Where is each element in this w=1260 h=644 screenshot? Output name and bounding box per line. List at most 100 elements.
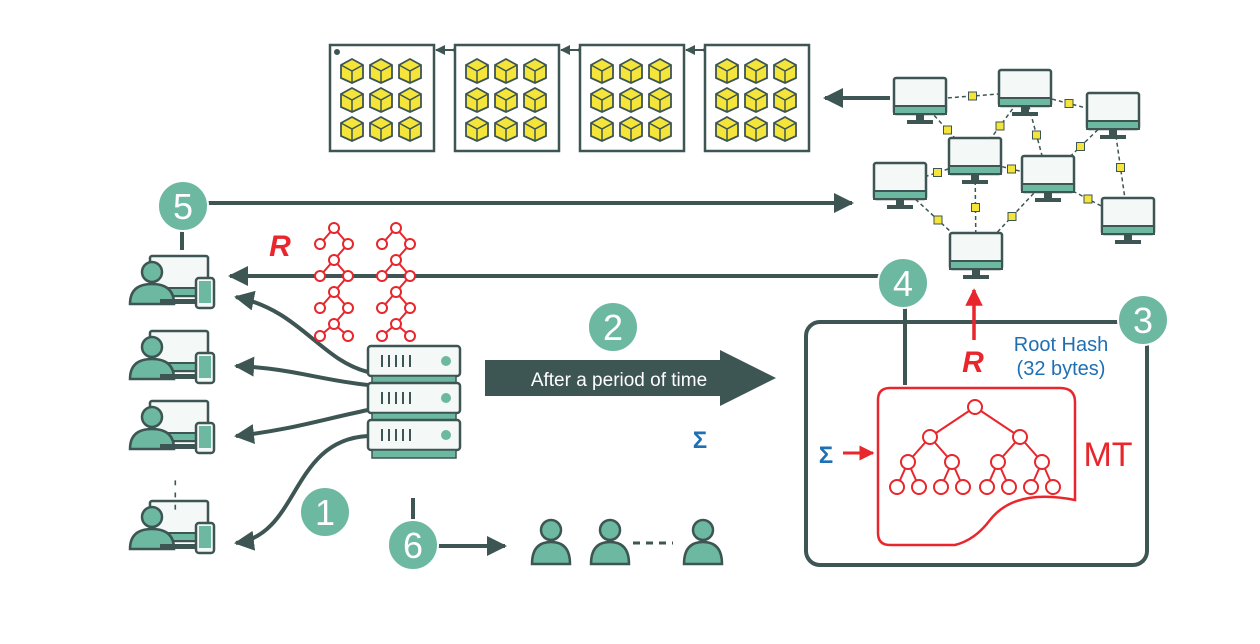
merkle-node bbox=[967, 399, 983, 415]
block-packet-icon bbox=[1007, 212, 1017, 221]
cube-icon bbox=[648, 86, 672, 113]
cube-icon bbox=[369, 57, 393, 84]
merkle-node bbox=[1001, 479, 1017, 495]
server-unit bbox=[366, 418, 462, 452]
cube-icon bbox=[744, 57, 768, 84]
network-computer-icon bbox=[892, 76, 948, 124]
cube-icon bbox=[590, 57, 614, 84]
sigma-symbol-2: Σ bbox=[819, 442, 833, 469]
blockchain bbox=[328, 43, 811, 153]
block-packet-icon bbox=[971, 203, 980, 212]
merkle-node bbox=[911, 479, 927, 495]
merkle-node bbox=[1012, 429, 1028, 445]
cube-icon bbox=[715, 115, 739, 142]
server-to-users-arrows bbox=[234, 290, 369, 551]
merkle-node bbox=[889, 479, 905, 495]
user-computer-phone-icon bbox=[128, 329, 216, 385]
block-packet-icon bbox=[1083, 194, 1093, 204]
step-4-marker: 4 bbox=[877, 257, 929, 309]
step-2-label: 2 bbox=[603, 307, 623, 348]
user-computer-phone-icon bbox=[128, 254, 216, 310]
step-5-marker: 5 bbox=[157, 180, 209, 232]
cube-icon bbox=[465, 86, 489, 113]
network-computer-icon bbox=[872, 161, 928, 209]
r-merkle-trees bbox=[314, 222, 416, 342]
cube-icon bbox=[773, 115, 797, 142]
cube-icon bbox=[465, 57, 489, 84]
server-unit bbox=[366, 344, 462, 384]
cube-icon bbox=[773, 57, 797, 84]
aggregation-box bbox=[804, 320, 1149, 567]
merkle-node bbox=[933, 479, 949, 495]
genesis-dot bbox=[334, 49, 340, 55]
blockchain-block-icon bbox=[703, 43, 811, 153]
cube-icon bbox=[494, 115, 518, 142]
network-computer-icon bbox=[948, 231, 1004, 279]
cube-icon bbox=[340, 57, 364, 84]
step-1-label: 1 bbox=[315, 492, 335, 533]
person-icon bbox=[589, 518, 631, 566]
merkle-tree-icon bbox=[889, 399, 1061, 495]
merkle-node bbox=[979, 479, 995, 495]
user-computer-phone-icon bbox=[128, 499, 216, 555]
cube-icon bbox=[590, 115, 614, 142]
root-hash-size: (32 bytes) bbox=[1017, 358, 1106, 380]
cube-icon bbox=[398, 86, 422, 113]
block-packet-icon bbox=[1032, 130, 1041, 140]
blockchain-block-icon bbox=[578, 43, 686, 153]
cube-icon bbox=[398, 115, 422, 142]
merkle-node bbox=[900, 454, 916, 470]
step-1-marker: 1 bbox=[299, 486, 351, 538]
time-arrow: After a period of time bbox=[485, 350, 776, 406]
step-3-marker: 3 bbox=[1117, 294, 1169, 346]
block-packet-icon bbox=[1116, 163, 1125, 172]
merkle-node bbox=[922, 429, 938, 445]
blockchain-block-icon bbox=[453, 43, 561, 153]
person-group bbox=[530, 518, 724, 566]
cube-icon bbox=[619, 115, 643, 142]
user-list bbox=[128, 254, 216, 555]
user-computer-phone-icon bbox=[128, 399, 216, 455]
step-4-label: 4 bbox=[893, 263, 913, 304]
cube-icon bbox=[648, 115, 672, 142]
merkle-node bbox=[990, 454, 1006, 470]
person-icon bbox=[682, 518, 724, 566]
merkle-node bbox=[944, 454, 960, 470]
r-symbol-2: R bbox=[962, 346, 984, 379]
cube-icon bbox=[523, 86, 547, 113]
users-ellipsis: - - - bbox=[165, 479, 187, 510]
cube-icon bbox=[369, 86, 393, 113]
cube-icon bbox=[340, 86, 364, 113]
cube-icon bbox=[465, 115, 489, 142]
step-3-label: 3 bbox=[1133, 300, 1153, 341]
step-6-marker: 6 bbox=[387, 519, 439, 571]
cube-icon bbox=[715, 57, 739, 84]
cube-icon bbox=[523, 57, 547, 84]
server-unit bbox=[366, 381, 462, 421]
network-computer-icon bbox=[997, 68, 1053, 116]
block-packet-icon bbox=[1007, 164, 1016, 174]
merkle-tree-region bbox=[876, 386, 1077, 547]
merkle-node bbox=[1034, 454, 1050, 470]
peer-network bbox=[872, 68, 1156, 279]
cube-icon bbox=[398, 57, 422, 84]
cube-icon bbox=[523, 115, 547, 142]
network-computer-icon bbox=[947, 136, 1003, 184]
cube-icon bbox=[715, 86, 739, 113]
step-5-label: 5 bbox=[173, 186, 193, 227]
network-computer-icon bbox=[1100, 196, 1156, 244]
server-base bbox=[371, 449, 457, 459]
r-symbol-1: R bbox=[269, 230, 291, 263]
network-computer-icon bbox=[1085, 91, 1141, 139]
merkle-node bbox=[955, 479, 971, 495]
time-arrow-label: After a period of time bbox=[531, 370, 707, 391]
server-stack-icon bbox=[366, 344, 462, 459]
blockchain-block-icon bbox=[328, 43, 436, 153]
cube-icon bbox=[590, 86, 614, 113]
cube-icon bbox=[340, 115, 364, 142]
block-packet-icon bbox=[933, 168, 942, 177]
cube-icon bbox=[744, 86, 768, 113]
root-hash-label: Root Hash bbox=[1014, 334, 1109, 356]
block-packet-icon bbox=[943, 125, 952, 135]
merkle-node bbox=[1045, 479, 1061, 495]
